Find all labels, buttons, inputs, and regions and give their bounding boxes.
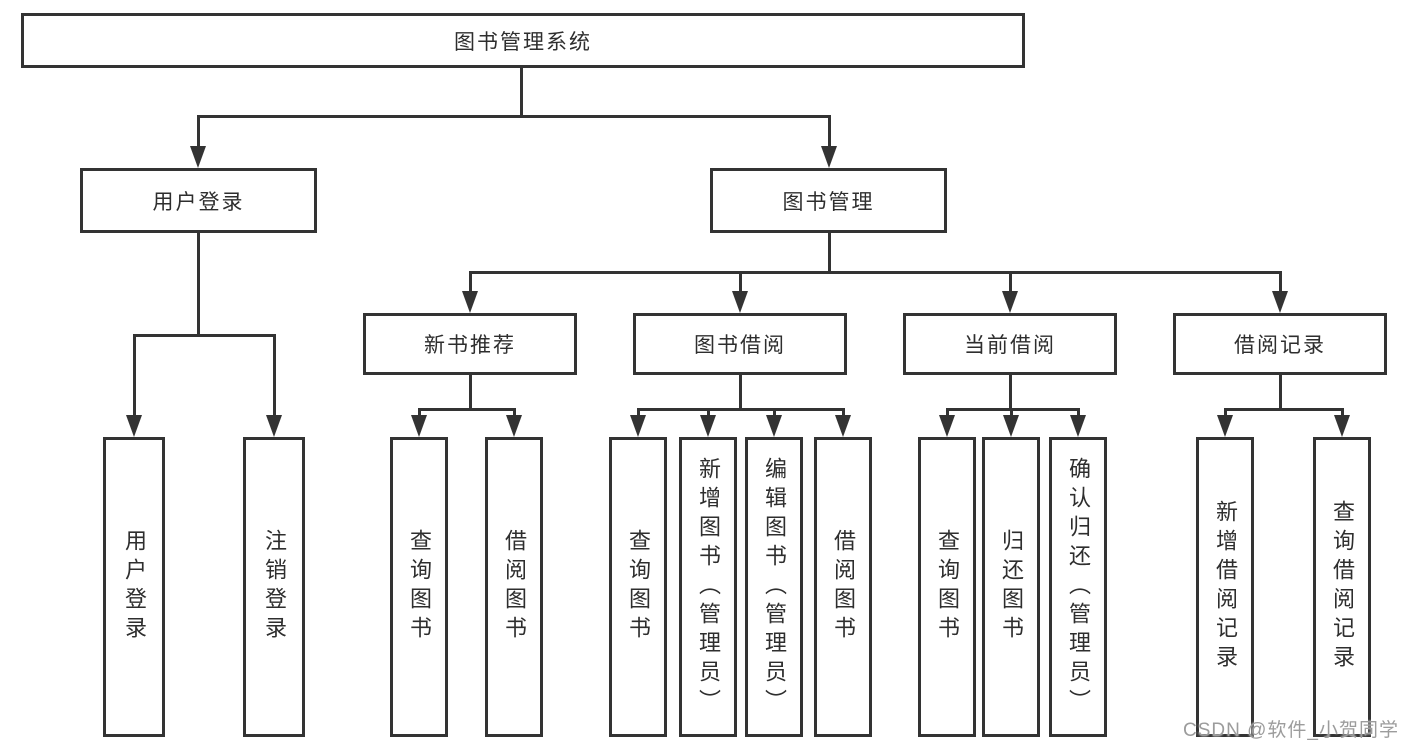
leaf-logout: 注销登录: [243, 437, 305, 737]
arrowhead-icon: [411, 415, 427, 437]
leaf-label: 注销登录: [262, 529, 287, 645]
connector-drop-leaf: [133, 334, 136, 419]
connector-drop-leaf: [1010, 408, 1013, 420]
arrowhead-icon: [462, 291, 478, 313]
leaf-label: 确认归还（管理员）: [1066, 456, 1091, 718]
leaf-return-books: 归还图书: [982, 437, 1040, 737]
arrowhead-icon: [1002, 291, 1018, 313]
leaf-add-borrow-record: 新增借阅记录: [1196, 437, 1254, 737]
connector-drop-user-login: [197, 115, 200, 148]
connector-group-hbar: [418, 408, 516, 411]
connector-book-management-hbar: [469, 271, 1281, 274]
node-label: 当前借阅: [964, 334, 1056, 357]
arrowhead-icon: [1070, 415, 1086, 437]
arrowhead-icon: [1272, 291, 1288, 313]
connector-user-login-hbar: [133, 334, 275, 337]
node-library-management-system: 图书管理系统: [21, 13, 1025, 68]
leaf-query-books-current: 查询图书: [918, 437, 976, 737]
leaf-borrow-books-recommend: 借阅图书: [485, 437, 543, 737]
leaf-label: 用户登录: [122, 529, 147, 645]
arrowhead-icon: [126, 415, 142, 437]
arrowhead-icon: [506, 415, 522, 437]
arrowhead-icon: [630, 415, 646, 437]
leaf-query-borrow-record: 查询借阅记录: [1313, 437, 1371, 737]
node-label: 用户登录: [152, 190, 245, 214]
watermark: CSDN @软件_小贺同学: [1183, 720, 1399, 741]
leaf-label: 查询图书: [935, 529, 960, 645]
node-label: 图书管理: [782, 190, 875, 214]
connector-drop-leaf: [418, 408, 421, 420]
arrowhead-icon: [732, 291, 748, 313]
leaf-query-books-recommend: 查询图书: [390, 437, 448, 737]
arrowhead-icon: [1003, 415, 1019, 437]
connector-drop-module: [739, 271, 742, 295]
connector-drop-leaf: [637, 408, 640, 420]
leaf-edit-books-admin: 编辑图书（管理员）: [745, 437, 803, 737]
arrowhead-icon: [766, 415, 782, 437]
connector-drop-book-management: [828, 115, 831, 148]
arrowhead-icon: [939, 415, 955, 437]
connector-drop-leaf: [513, 408, 516, 420]
connector-drop-module: [1009, 271, 1012, 295]
connector-group-stem: [739, 375, 742, 411]
node-label: 图书管理系统: [454, 30, 592, 54]
arrowhead-icon: [700, 415, 716, 437]
connector-drop-module: [469, 271, 472, 295]
connector-drop-module: [1279, 271, 1282, 295]
leaf-label: 新增借阅记录: [1213, 500, 1238, 674]
node-label: 图书借阅: [694, 334, 786, 357]
connector-drop-leaf: [1341, 408, 1344, 420]
connector-root-hbar: [197, 115, 831, 118]
connector-group-hbar: [637, 408, 845, 411]
connector-book-management-stem: [828, 233, 831, 274]
leaf-label: 新增图书（管理员）: [696, 456, 721, 718]
connector-group-stem: [1279, 375, 1282, 411]
connector-drop-leaf: [1077, 408, 1080, 420]
arrowhead-icon: [266, 415, 282, 437]
node-current-borrowing: 当前借阅: [903, 313, 1117, 375]
leaf-label: 借阅图书: [502, 529, 527, 645]
leaf-user-login: 用户登录: [103, 437, 165, 737]
connector-drop-leaf: [707, 408, 710, 420]
node-new-book-recommendation: 新书推荐: [363, 313, 577, 375]
node-borrowing-records: 借阅记录: [1173, 313, 1387, 375]
connector-group-stem: [469, 375, 472, 411]
leaf-query-books-borrowing: 查询图书: [609, 437, 667, 737]
connector-drop-leaf: [273, 334, 276, 419]
node-user-login: 用户登录: [80, 168, 317, 233]
node-label: 借阅记录: [1234, 334, 1326, 357]
connector-group-stem: [1009, 375, 1012, 411]
leaf-label: 查询图书: [626, 529, 651, 645]
connector-root-stem: [520, 68, 523, 118]
arrowhead-icon: [835, 415, 851, 437]
node-label: 新书推荐: [424, 334, 516, 357]
connector-user-login-stem: [197, 233, 200, 337]
connector-drop-leaf: [842, 408, 845, 420]
leaf-add-books-admin: 新增图书（管理员）: [679, 437, 737, 737]
arrowhead-icon: [1217, 415, 1233, 437]
leaf-label: 编辑图书（管理员）: [762, 456, 787, 718]
arrowhead-icon: [821, 146, 837, 168]
connector-group-hbar: [946, 408, 1080, 411]
leaf-label: 查询借阅记录: [1330, 500, 1355, 674]
connector-drop-leaf: [1224, 408, 1227, 420]
arrowhead-icon: [1334, 415, 1350, 437]
connector-drop-leaf: [773, 408, 776, 420]
leaf-label: 查询图书: [407, 529, 432, 645]
leaf-borrow-books-borrowing: 借阅图书: [814, 437, 872, 737]
connector-drop-leaf: [946, 408, 949, 420]
node-book-management: 图书管理: [710, 168, 947, 233]
connector-group-hbar: [1224, 408, 1344, 411]
leaf-label: 归还图书: [999, 529, 1024, 645]
arrowhead-icon: [190, 146, 206, 168]
leaf-confirm-return-admin: 确认归还（管理员）: [1049, 437, 1107, 737]
leaf-label: 借阅图书: [831, 529, 856, 645]
node-book-borrowing: 图书借阅: [633, 313, 847, 375]
